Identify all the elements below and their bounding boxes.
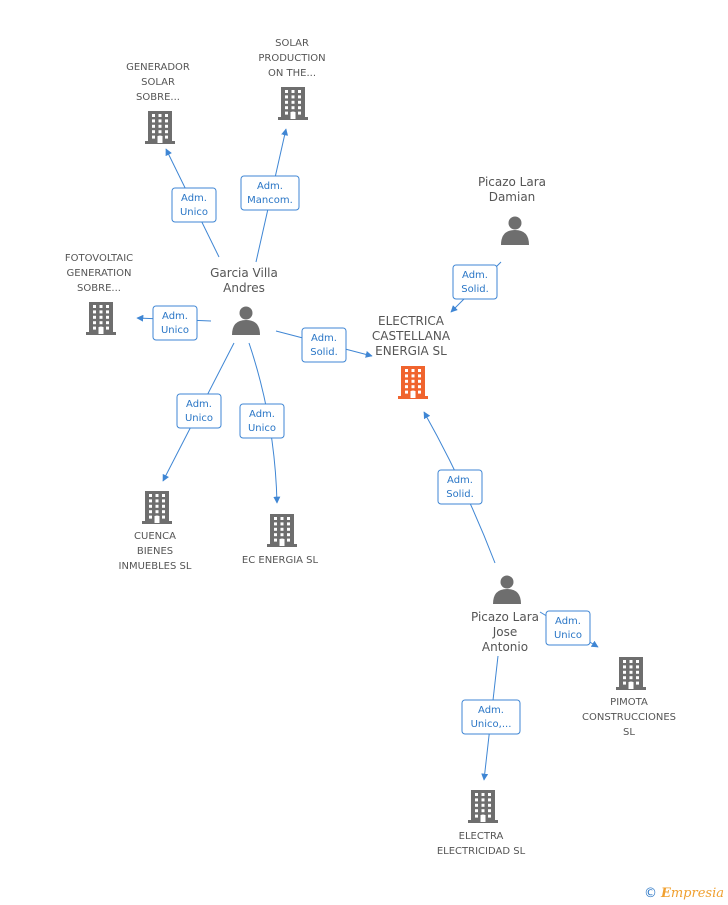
node-label-line: PIMOTA <box>610 697 648 708</box>
building-icon <box>616 657 646 690</box>
building-icon <box>278 87 308 120</box>
node-label-line: ON THE... <box>268 68 316 79</box>
brand-name: mpresia <box>670 886 724 901</box>
edge-label-line: Adm. <box>181 193 207 204</box>
edge-label-line: Adm. <box>447 475 473 486</box>
node-cuenca[interactable]: CUENCA BIENES INMUEBLES SL <box>119 491 192 572</box>
person-icon <box>232 306 260 335</box>
edge-label-box <box>437 469 483 505</box>
brand-logo: ©Empresia <box>644 886 724 901</box>
node-label-line: SL <box>623 727 635 738</box>
node-label-line: Picazo Lara <box>478 175 546 189</box>
node-label-line: Damian <box>489 190 536 204</box>
edge-label-box <box>452 264 498 300</box>
node-label-line: ELECTRICIDAD SL <box>437 846 526 857</box>
node-label-line: EC ENERGIA SL <box>242 555 319 566</box>
edge-label-box <box>301 327 347 363</box>
node-pimota[interactable]: PIMOTA CONSTRUCCIONES SL <box>582 657 676 738</box>
edge-label[interactable]: Adm. Mancom. <box>240 175 300 211</box>
node-label-line: PRODUCTION <box>258 53 325 64</box>
edge-label[interactable]: Adm. Solid. <box>437 469 483 505</box>
node-label-line: ELECTRA <box>459 831 504 842</box>
edge-label-box <box>171 187 217 223</box>
node-generador[interactable]: GENERADOR SOLAR SOBRE... <box>126 62 190 144</box>
edge-label[interactable]: Adm. Unico <box>171 187 217 223</box>
edge-label-line: Adm. <box>555 616 581 627</box>
building-icon <box>267 514 297 547</box>
edge-label-box <box>152 305 198 341</box>
edge-label-line: Adm. <box>462 270 488 281</box>
node-fotovoltaic[interactable]: FOTOVOLTAIC GENERATION SOBRE... <box>65 253 133 335</box>
edge-label-line: Adm. <box>162 311 188 322</box>
node-label-line: INMUEBLES SL <box>119 561 192 572</box>
node-label-line: ENERGIA SL <box>375 344 447 358</box>
edge-label-line: Solid. <box>461 284 489 295</box>
node-label-line: SOBRE... <box>77 283 121 294</box>
edge-label-line: Adm. <box>186 399 212 410</box>
building-icon <box>398 366 428 399</box>
building-icon <box>86 302 116 335</box>
node-label-line: SOBRE... <box>136 92 180 103</box>
edge-label-line: Adm. <box>257 181 283 192</box>
edge-label[interactable]: Adm. Unico <box>176 393 222 429</box>
node-label-line: CUENCA <box>134 531 176 542</box>
building-icon <box>468 790 498 823</box>
edge-label[interactable]: Adm. Unico <box>239 403 285 439</box>
edge-label[interactable]: Adm. Unico <box>545 610 591 646</box>
edge-label-line: Adm. <box>478 705 504 716</box>
edge-label-line: Adm. <box>311 333 337 344</box>
node-label-line: CONSTRUCCIONES <box>582 712 676 723</box>
node-label-line: CASTELLANA <box>372 329 451 343</box>
edge-label-box <box>239 403 285 439</box>
node-label-line: Antonio <box>482 640 528 654</box>
node-label-line: Andres <box>223 281 265 295</box>
node-solar-prod[interactable]: SOLAR PRODUCTION ON THE... <box>258 38 326 120</box>
edge-label[interactable]: Adm. Unico <box>152 305 198 341</box>
node-label-line: GENERATION <box>67 268 132 279</box>
edge-label-box <box>461 699 521 735</box>
node-label-line: SOLAR <box>275 38 309 49</box>
brand-initial: E <box>660 886 671 901</box>
building-icon <box>142 491 172 524</box>
edge-label[interactable]: Adm. Solid. <box>452 264 498 300</box>
edge-label-line: Unico <box>180 207 208 218</box>
edge-label-line: Solid. <box>310 347 338 358</box>
edge-label-line: Adm. <box>249 409 275 420</box>
node-label-line: SOLAR <box>141 77 175 88</box>
edge-label[interactable]: Adm. Unico,... <box>461 699 521 735</box>
edge-label-box <box>240 175 300 211</box>
edge-label-box <box>176 393 222 429</box>
person-icon <box>493 575 521 604</box>
node-label-line: FOTOVOLTAIC <box>65 253 133 264</box>
node-label-line: Garcia Villa <box>210 266 278 280</box>
node-label-line: ELECTRICA <box>378 314 445 328</box>
edge-label-line: Mancom. <box>247 195 293 206</box>
node-label-line: BIENES <box>137 546 173 557</box>
node-label-line: Jose <box>492 625 518 639</box>
node-label-line: Picazo Lara <box>471 610 539 624</box>
edge-label-line: Unico,... <box>471 719 512 730</box>
edge-label-line: Unico <box>554 630 582 641</box>
copyright-icon: © <box>643 886 657 901</box>
building-icon <box>145 111 175 144</box>
edge-label-line: Solid. <box>446 489 474 500</box>
node-ec-energia[interactable]: EC ENERGIA SL <box>242 514 319 566</box>
edge-label-line: Unico <box>185 413 213 424</box>
edge-label-line: Unico <box>161 325 189 336</box>
edge-label-line: Unico <box>248 423 276 434</box>
node-label-line: GENERADOR <box>126 62 190 73</box>
node-electra[interactable]: ELECTRA ELECTRICIDAD SL <box>437 790 526 857</box>
edge-label[interactable]: Adm. Solid. <box>301 327 347 363</box>
edge-label-box <box>545 610 591 646</box>
person-icon <box>501 216 529 245</box>
